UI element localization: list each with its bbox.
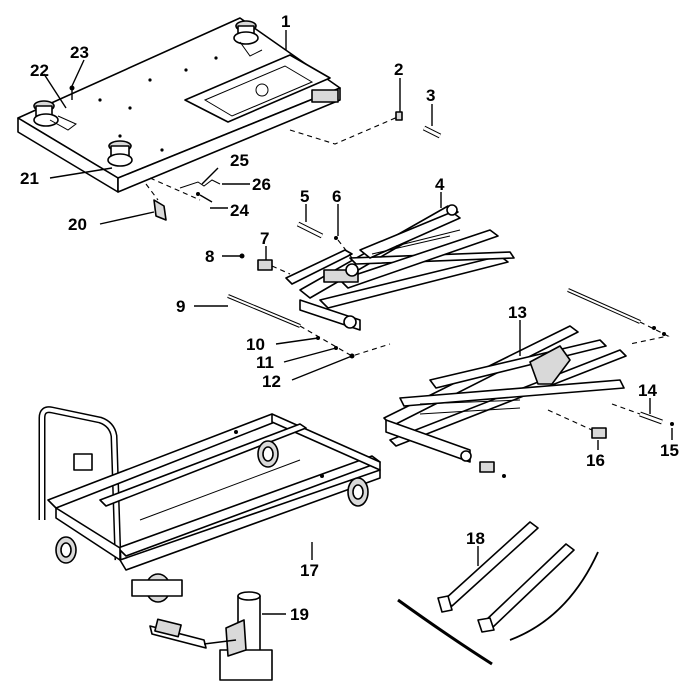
callout-7: 7	[260, 229, 269, 248]
cable-left	[397, 598, 493, 666]
callout-23: 23	[70, 43, 89, 62]
callout-10: 10	[246, 335, 265, 354]
bolt-23	[69, 85, 75, 100]
callout-9: 9	[176, 297, 185, 316]
caster-top-front	[107, 140, 133, 167]
cable-right	[509, 551, 599, 641]
callout-16: 16	[586, 451, 605, 470]
callout-6: 6	[332, 187, 341, 206]
upper-scissor-assembly	[285, 204, 515, 331]
nut-lower-left	[479, 461, 506, 478]
callout-24: 24	[230, 201, 249, 220]
callout-12: 12	[262, 372, 281, 391]
callout-3: 3	[426, 86, 435, 105]
lower-scissor-assembly	[383, 325, 627, 463]
callout-25: 25	[230, 151, 249, 170]
pin-14-15	[611, 403, 674, 426]
pin-3	[422, 125, 442, 139]
spring-25-26	[149, 177, 221, 201]
callout-17: 17	[300, 561, 319, 580]
pin-24	[196, 192, 213, 203]
caster-top-rear	[233, 20, 263, 57]
wheel-front-right	[131, 573, 183, 603]
callout-2: 2	[394, 60, 403, 79]
callout-4: 4	[435, 175, 445, 194]
leader-lines	[43, 30, 673, 615]
callout-13: 13	[508, 303, 527, 322]
caster-top-left	[33, 100, 77, 131]
pin-5	[296, 221, 324, 239]
callout-5: 5	[300, 187, 309, 206]
ring-6	[334, 236, 353, 259]
cylinder-left	[437, 521, 539, 613]
base-frame-assembly	[38, 406, 381, 603]
callout-26: 26	[252, 175, 271, 194]
rod-upper-13	[567, 288, 670, 345]
callout-15: 15	[660, 441, 679, 460]
bolt-20	[145, 183, 167, 221]
callout-22: 22	[30, 61, 49, 80]
washer-8	[239, 253, 245, 259]
callout-19: 19	[290, 605, 309, 624]
callout-20: 20	[68, 215, 87, 234]
callout-14: 14	[638, 381, 657, 400]
nut-16	[547, 409, 607, 439]
callout-labels: 1 2 3 4 5 6 7 8 9 10 11 12 13 14 15 16 1…	[20, 12, 679, 624]
wheel-rear-right	[347, 477, 369, 507]
callout-8: 8	[205, 247, 214, 266]
table-top-assembly	[17, 17, 341, 193]
callout-11: 11	[256, 353, 274, 372]
callout-21: 21	[20, 169, 39, 188]
callout-18: 18	[466, 529, 485, 548]
cylinder-right	[477, 543, 575, 633]
callout-1: 1	[281, 12, 290, 31]
wheel-front-left	[55, 536, 77, 564]
rod-9	[227, 294, 301, 328]
nut-7	[257, 259, 291, 275]
pin-2	[395, 111, 403, 121]
hydraulic-pump-assembly	[149, 591, 273, 681]
wheel-rear-left	[257, 440, 279, 468]
